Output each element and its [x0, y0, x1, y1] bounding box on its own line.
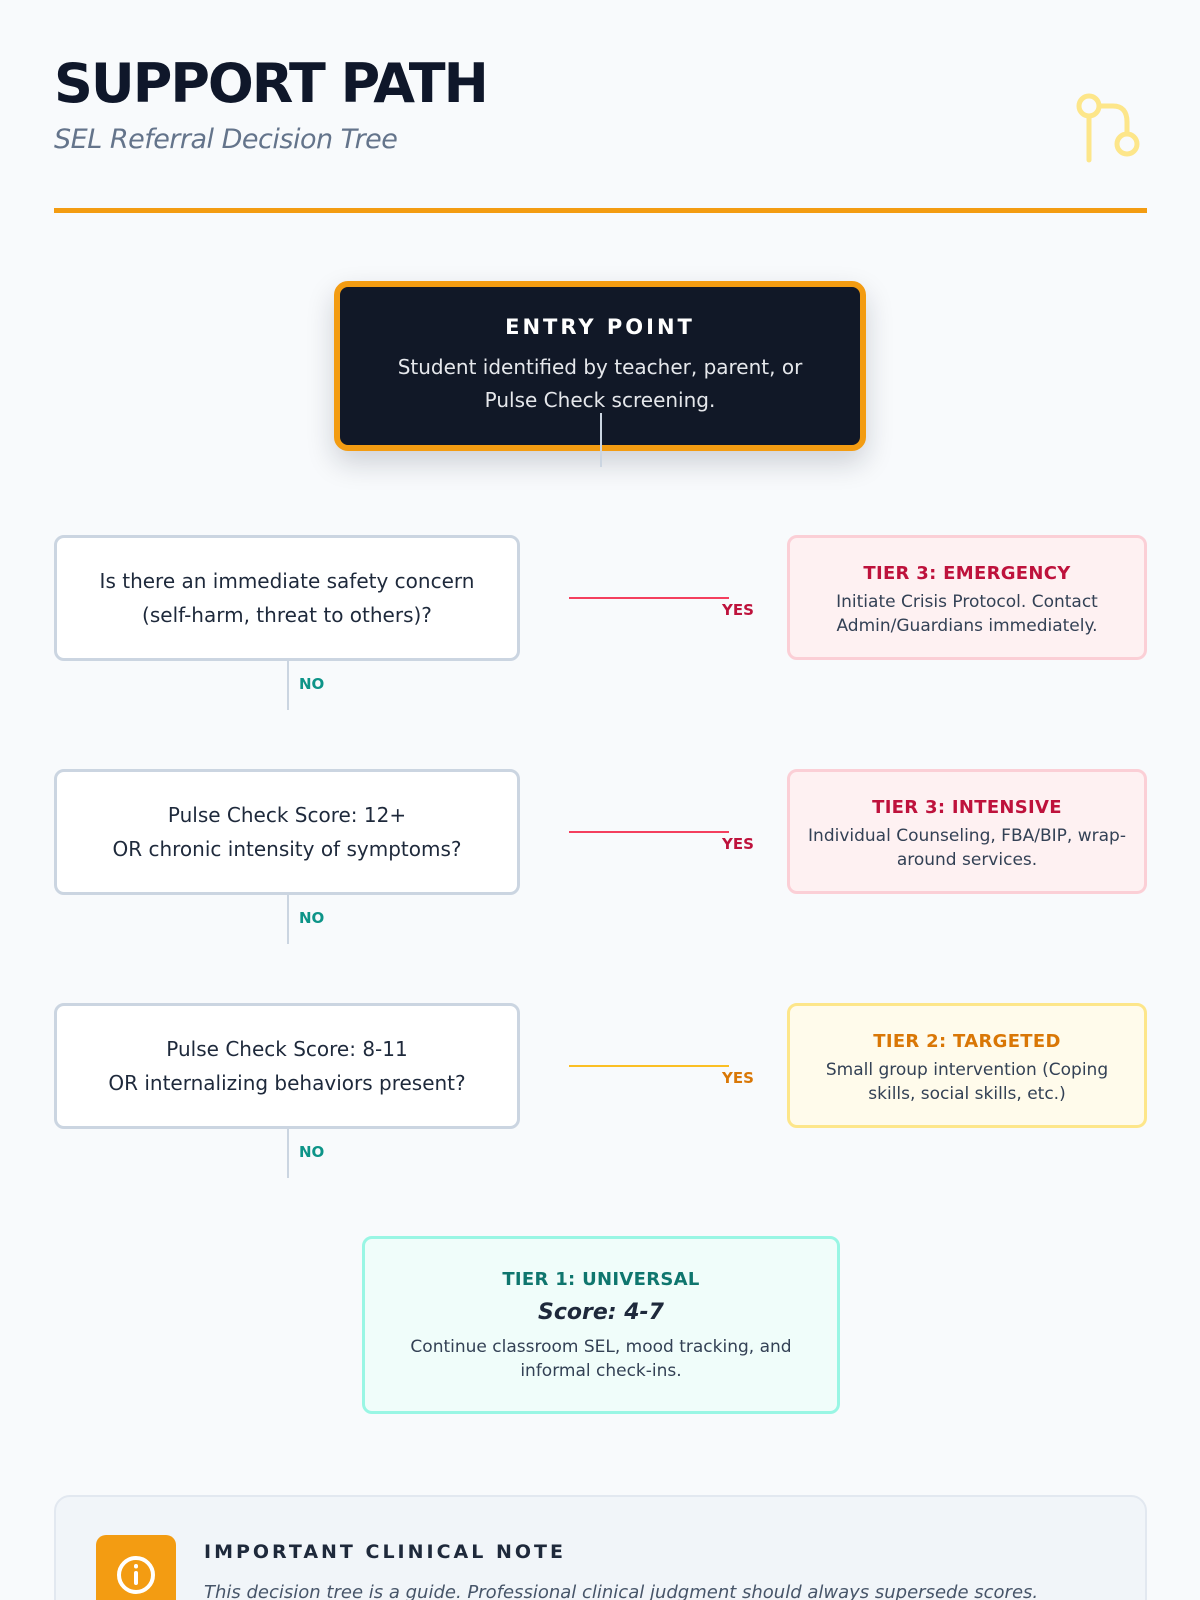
entry-point-node: ENTRY POINT Student identified by teache… [334, 281, 866, 451]
header: SUPPORT PATH SEL Referral Decision Tree [54, 52, 1147, 163]
tier-desc: Small group intervention (Coping skills,… [825, 1060, 1109, 1104]
entry-point-title: ENTRY POINT [505, 315, 695, 339]
connector-no-3 [287, 1129, 289, 1178]
decision-node-score-12: Pulse Check Score: 12+ OR chronic intens… [54, 769, 520, 895]
tier-title: TIER 3: EMERGENCY [863, 563, 1071, 584]
info-icon-badge [96, 1535, 176, 1600]
yes-label: YES [722, 601, 754, 619]
question-line-1: Pulse Check Score: 12+ [167, 803, 407, 827]
connector-entry [600, 413, 602, 467]
question-line-2: OR internalizing behaviors present? [108, 1071, 466, 1095]
page-subtitle: SEL Referral Decision Tree [54, 124, 398, 155]
connector-yes-3 [569, 1065, 729, 1067]
question-line-1: Pulse Check Score: 8-11 [166, 1037, 408, 1061]
connector-no-2 [287, 895, 289, 944]
no-label: NO [299, 675, 325, 693]
connector-yes-2 [569, 831, 729, 833]
note-title: IMPORTANT CLINICAL NOTE [204, 1541, 566, 1563]
no-label: NO [299, 1143, 325, 1161]
tier-title: TIER 2: TARGETED [873, 1031, 1061, 1052]
question-line-2: OR chronic intensity of symptoms? [112, 837, 462, 861]
decision-node-score-8-11: Pulse Check Score: 8-11 OR internalizing… [54, 1003, 520, 1129]
yes-label: YES [722, 1069, 754, 1087]
page-title: SUPPORT PATH [54, 52, 489, 115]
question-line-1: Is there an immediate safety concern [99, 569, 475, 593]
tier-desc: Initiate Crisis Protocol. Contact Admin/… [836, 592, 1098, 636]
tier1-desc: Continue classroom SEL, mood tracking, a… [410, 1337, 792, 1381]
header-divider [54, 208, 1147, 213]
decision-node-safety: Is there an immediate safety concern (se… [54, 535, 520, 661]
connector-yes-1 [569, 597, 729, 599]
tier2-targeted-node: TIER 2: TARGETED Small group interventio… [787, 1003, 1147, 1128]
tier-title: TIER 3: INTENSIVE [872, 797, 1062, 818]
yes-label: YES [722, 835, 754, 853]
tier-desc: Individual Counseling, FBA/BIP, wrap-aro… [808, 826, 1126, 870]
tier1-universal-node: TIER 1: UNIVERSAL Score: 4-7 Continue cl… [362, 1236, 840, 1414]
tier3-intensive-node: TIER 3: INTENSIVE Individual Counseling,… [787, 769, 1147, 894]
tier1-title: TIER 1: UNIVERSAL [502, 1269, 700, 1290]
clinical-note-card: IMPORTANT CLINICAL NOTE This decision tr… [54, 1495, 1147, 1600]
no-label: NO [299, 909, 325, 927]
connector-no-1 [287, 661, 289, 710]
entry-point-text: Student identified by teacher, parent, o… [397, 355, 803, 412]
tier1-score: Score: 4-7 [538, 1300, 664, 1325]
info-icon [117, 1556, 155, 1594]
git-branch-icon [1076, 93, 1140, 163]
tier3-emergency-node: TIER 3: EMERGENCY Initiate Crisis Protoc… [787, 535, 1147, 660]
question-line-2: (self-harm, threat to others)? [142, 603, 432, 627]
note-text: This decision tree is a guide. Professio… [204, 1582, 1039, 1600]
